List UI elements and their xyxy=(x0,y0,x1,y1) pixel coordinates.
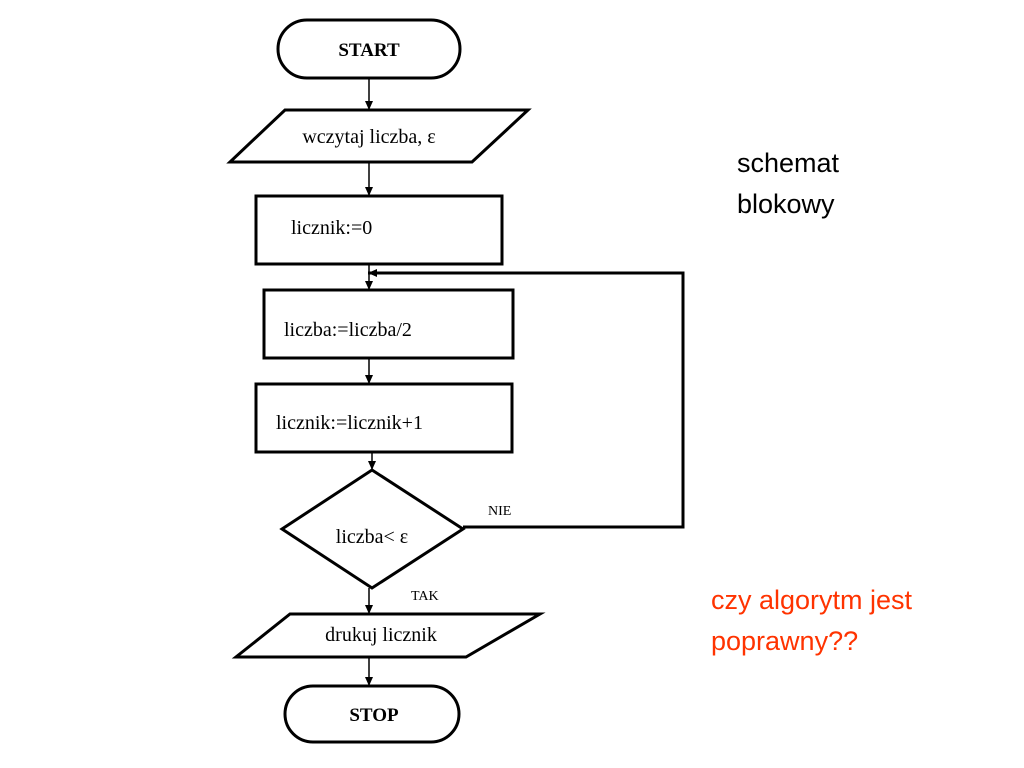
no-branch-label: NIE xyxy=(488,504,511,519)
increment-node: licznik:=licznik+1 xyxy=(254,382,514,454)
stop-label: STOP xyxy=(349,705,399,726)
question-line-1: czy algorytm jest xyxy=(711,585,913,615)
start-node: START xyxy=(276,18,462,80)
init-counter-node: licznik:=0 xyxy=(254,194,504,266)
print-label: drukuj licznik xyxy=(325,624,437,646)
diagram-title-note: schemat blokowy xyxy=(737,143,839,224)
loop-back-line xyxy=(368,269,685,529)
increment-label: licznik:=licznik+1 xyxy=(276,412,423,434)
print-node: drukuj licznik xyxy=(231,612,546,659)
halve-node: liczba:=liczba/2 xyxy=(262,288,515,360)
stop-node: STOP xyxy=(283,684,461,744)
input-label: wczytaj liczba, ε xyxy=(302,126,435,148)
diagram-title-line-2: blokowy xyxy=(737,188,835,219)
input-node: wczytaj liczba, ε xyxy=(226,108,532,164)
condition-label: liczba< ε xyxy=(336,526,408,548)
question-line-2: poprawny?? xyxy=(711,625,859,656)
start-label: START xyxy=(338,40,400,61)
diagram-title-line-1: schemat xyxy=(737,148,840,178)
halve-label: liczba:=liczba/2 xyxy=(284,319,412,341)
question-note: czy algorytm jest poprawny?? xyxy=(711,580,912,661)
condition-node: liczba< ε xyxy=(279,468,466,590)
init-counter-label: licznik:=0 xyxy=(291,217,372,239)
yes-branch-label: TAK xyxy=(411,589,439,604)
